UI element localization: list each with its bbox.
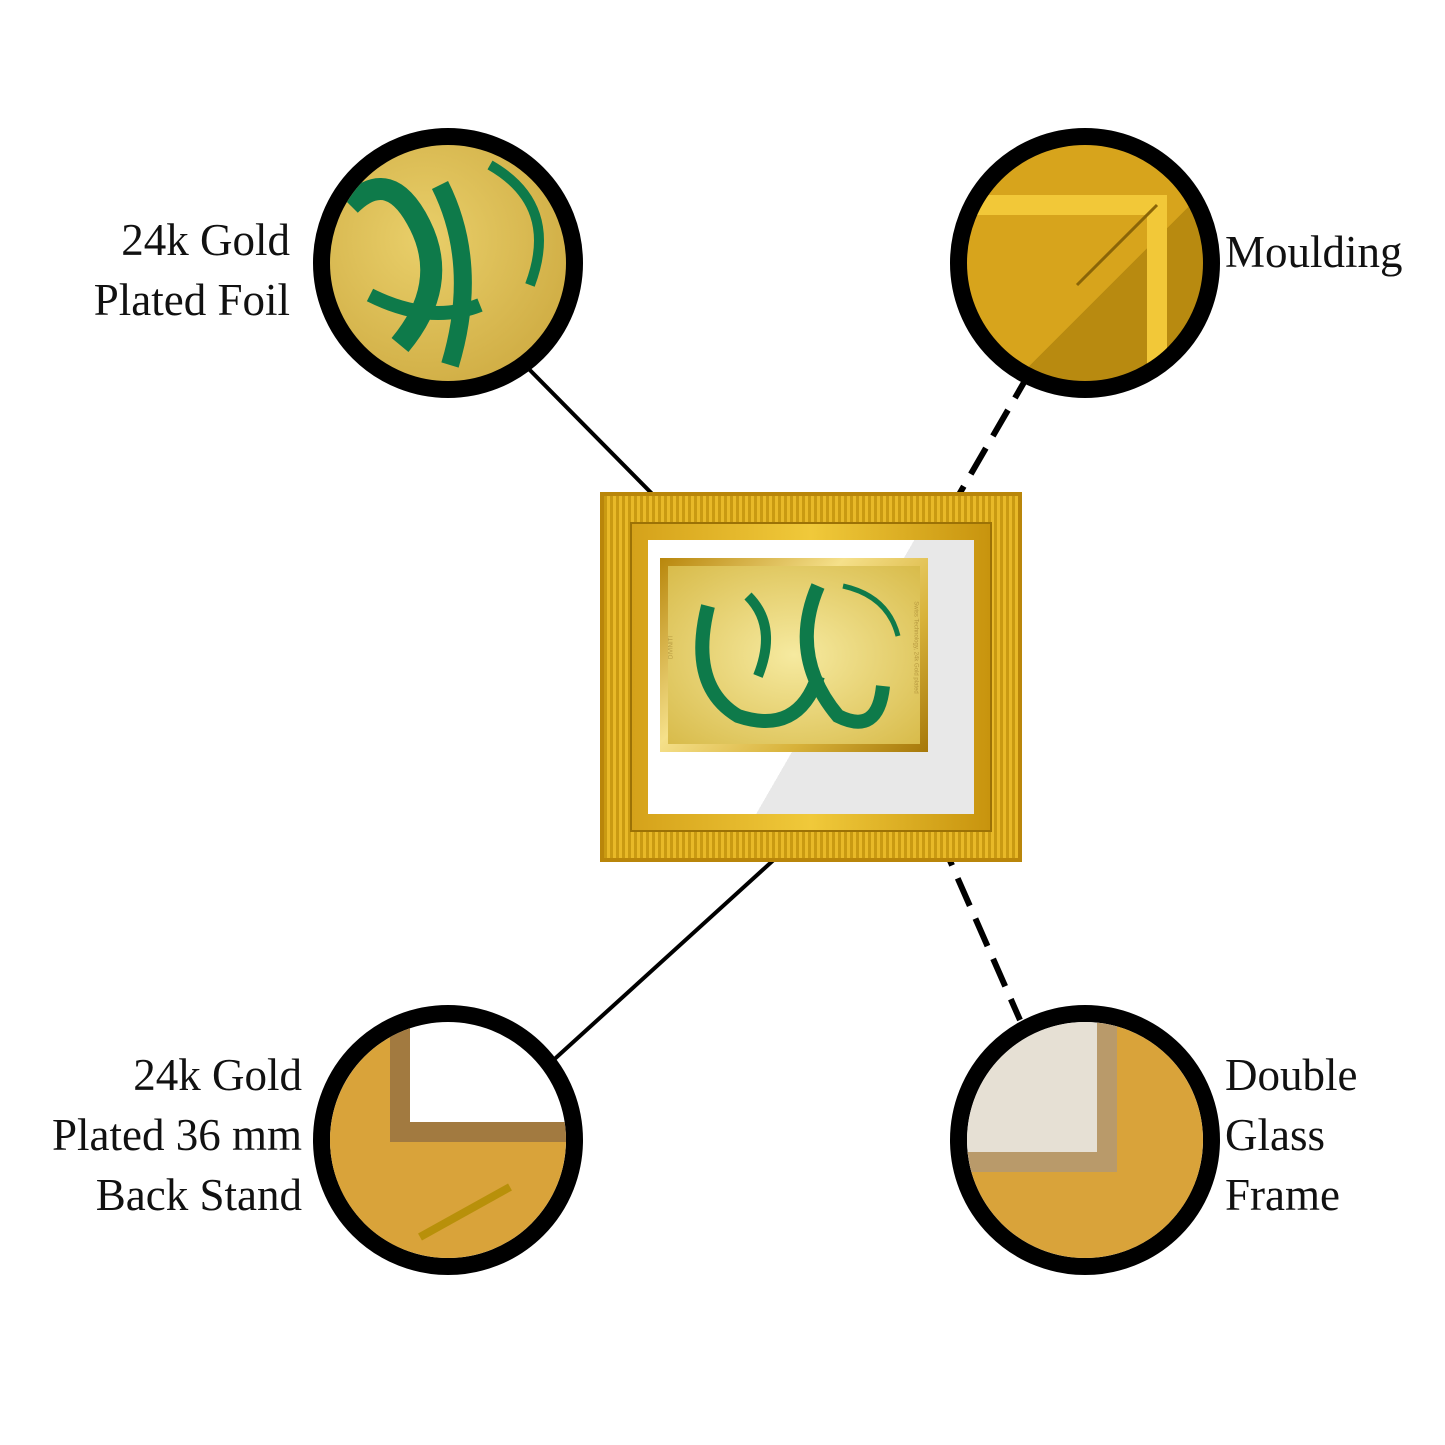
detail-circle-back-stand [313,1005,583,1275]
detail-circle-moulding [950,128,1220,398]
product-frame: DIVINITI Swiss Technology, 24k Gold plat… [600,492,1022,862]
label-double-glass: Double Glass Frame [1225,1045,1357,1225]
label-line: Moulding [1225,227,1403,277]
label-line: Back Stand [95,1170,302,1220]
calligraphy-artwork [695,583,901,729]
label-line: 24k Gold [121,215,290,265]
label-line: Double [1225,1050,1358,1100]
callout-line-moulding [947,370,1033,512]
detail-circle-double-glass [950,1005,1220,1275]
label-line: Glass [1225,1110,1325,1160]
moulding-detail-image [977,195,1167,381]
label-line: Frame [1225,1170,1340,1220]
detail-circle-gold-foil [313,128,583,398]
calligraphy-detail-image [342,160,544,368]
label-line: Plated 36 mm [52,1110,302,1160]
plaque-brand-text: DIVINITI [668,636,675,660]
label-line: 24k Gold [133,1050,302,1100]
plaque-note-text: Swiss Technology, 24k Gold plated [912,601,919,694]
back-stand-detail-image [330,1022,566,1258]
double-glass-detail-image [967,1022,1203,1258]
callout-line-back-stand [546,854,780,1067]
label-moulding: Moulding [1225,222,1403,282]
gold-plaque: DIVINITI Swiss Technology, 24k Gold plat… [660,558,928,752]
label-gold-foil: 24k Gold Plated Foil [94,210,290,330]
label-back-stand: 24k Gold Plated 36 mm Back Stand [52,1045,302,1225]
callout-line-double-glass [937,836,1023,1022]
label-line: Plated Foil [93,275,290,325]
